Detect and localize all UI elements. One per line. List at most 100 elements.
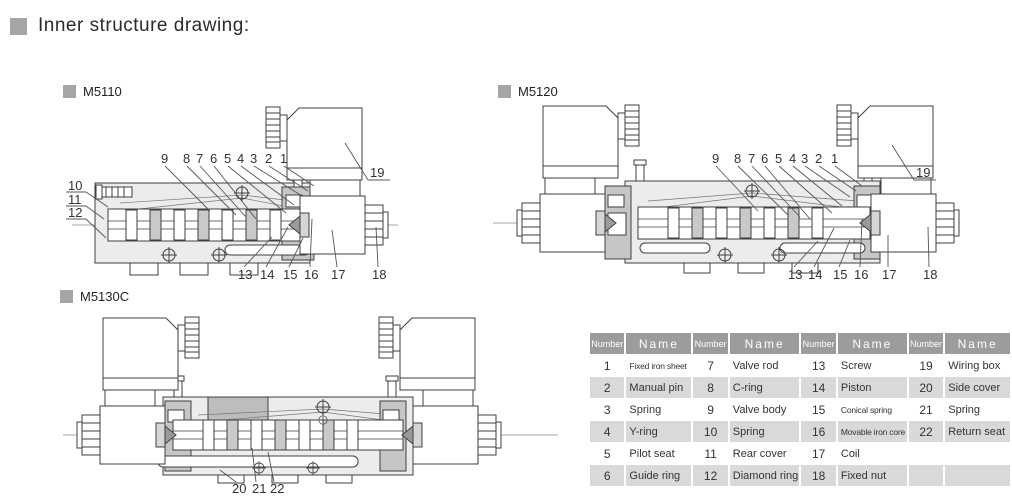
part-name-cell: Valve rod: [732, 359, 779, 372]
part-name-cell: Side cover: [945, 377, 1010, 398]
callout-label: 19: [370, 165, 384, 180]
m5130c-figure: 20 21 22: [63, 316, 558, 496]
page-title: Inner structure drawing:: [10, 15, 250, 37]
header-number: Number: [908, 333, 944, 354]
part-name-cell: Screw: [840, 359, 872, 372]
page-title-text: Inner structure drawing:: [38, 15, 250, 36]
part-number-cell: 8: [693, 377, 728, 398]
part-number-cell: 21: [919, 402, 933, 417]
part-name-cell: Piston: [837, 377, 907, 398]
part-number-cell: 2: [590, 377, 625, 398]
m5120-bullet-icon: [498, 85, 511, 98]
callout-label: 8: [183, 151, 190, 166]
m5120-label-text: M5120: [518, 84, 558, 99]
m5130c-label-text: M5130C: [80, 289, 130, 304]
part-number-cell: [909, 443, 943, 464]
callout-label: 13: [238, 267, 252, 282]
part-number-cell: 17: [811, 446, 826, 461]
part-number-cell: 18: [801, 465, 836, 486]
part-number-cell: 9: [707, 402, 714, 417]
part-name-cell: Wiring box: [948, 359, 1001, 372]
callout-label: 8: [734, 151, 741, 166]
callout-label: 16: [304, 267, 318, 282]
callout-label: 18: [372, 267, 386, 282]
callout-label: 22: [270, 481, 284, 496]
part-name-cell: C-ring: [729, 377, 800, 398]
part-name-cell: Valve body: [732, 403, 787, 416]
callout-label: 17: [882, 267, 896, 282]
header-number: Number: [693, 333, 728, 354]
part-name-cell: Y-ring: [626, 421, 692, 442]
part-number-cell: 1: [603, 358, 611, 373]
part-number-cell: 19: [919, 358, 933, 373]
callout-label: 16: [854, 267, 868, 282]
label-m5120: M5120: [498, 84, 558, 99]
callout-label: 6: [210, 151, 217, 166]
callout-label: 20: [232, 481, 246, 496]
part-number-cell: 7: [707, 358, 714, 373]
header-name: Name: [837, 333, 907, 354]
label-m5130c: M5130C: [60, 289, 129, 304]
callout-label: 4: [789, 151, 796, 166]
callout-label: 12: [68, 205, 82, 220]
callout-label: 21: [252, 481, 266, 496]
label-m5110: M5110: [63, 84, 122, 99]
part-name-cell: Guide ring: [626, 465, 692, 486]
part-number-cell: 11: [704, 446, 717, 461]
part-name-cell: Spring: [629, 403, 662, 416]
part-name-cell: Fixed nut: [837, 465, 907, 486]
callout-label: 9: [161, 151, 168, 166]
part-number-cell: 22: [908, 421, 944, 442]
part-number-cell: 6: [590, 465, 625, 486]
callout-label: 17: [331, 267, 345, 282]
callout-label: 2: [815, 151, 822, 166]
part-number-cell: 15: [811, 402, 826, 417]
callout-label: 3: [801, 151, 808, 166]
callout-label: 5: [224, 151, 231, 166]
parts-table-header-row: Number Name Number Name Number Name Numb…: [590, 333, 1010, 354]
part-name-cell: Fixed iron sheet: [629, 360, 687, 371]
parts-table: Number Name Number Name Number Name Numb…: [588, 332, 1012, 487]
part-number-cell: 20: [908, 377, 944, 398]
part-name-cell: Return seat: [945, 421, 1010, 442]
header-number: Number: [590, 333, 625, 354]
callout-label: 13: [788, 267, 802, 282]
part-number-cell: 4: [590, 421, 625, 442]
header-name: Name: [729, 333, 800, 354]
m5110-figure: 9 8 7 6 5 4 3 2 1 10 11 12 13 14 15 16 1…: [66, 106, 398, 282]
part-name-cell: Pilot seat: [629, 447, 675, 460]
callout-label: 15: [833, 267, 847, 282]
callout-label: 4: [237, 151, 244, 166]
title-bullet-icon: [10, 17, 27, 35]
part-name-cell: [945, 465, 1010, 486]
part-name-cell: Manual pin: [626, 377, 692, 398]
m5110-bullet-icon: [63, 85, 76, 98]
callout-label: 5: [775, 151, 782, 166]
header-name: Name: [945, 333, 1010, 354]
callout-label: 14: [260, 267, 274, 282]
callout-label: 3: [250, 151, 257, 166]
part-name-cell: Spring: [729, 421, 800, 442]
callout-label: 10: [68, 178, 82, 193]
part-name-cell: Rear cover: [732, 447, 787, 460]
part-number-cell: 16: [801, 421, 836, 442]
part-name-cell: Coil: [840, 447, 860, 460]
part-number-cell: 13: [811, 358, 826, 373]
callout-label: 9: [712, 151, 719, 166]
callout-label: 7: [748, 151, 755, 166]
part-name-cell: Spring: [948, 403, 981, 416]
part-number-cell: 12: [693, 465, 728, 486]
parts-row: 3 Spring 9 Valve body 15 Conical spring …: [590, 399, 1010, 420]
callout-label: 18: [923, 267, 937, 282]
callout-label: 7: [196, 151, 203, 166]
parts-row: 6 Guide ring 12 Diamond ring 18 Fixed nu…: [590, 465, 1010, 486]
part-name-cell: Movable iron core: [837, 421, 907, 442]
parts-row: 1 Fixed iron sheet 7 Valve rod 13 Screw …: [590, 355, 1010, 376]
callout-label: 2: [265, 151, 272, 166]
callout-label: 6: [761, 151, 768, 166]
callout-label: 15: [283, 267, 297, 282]
callout-label: 19: [916, 165, 930, 180]
part-number-cell: 14: [801, 377, 836, 398]
m5130c-bullet-icon: [60, 290, 73, 303]
parts-row: 2 Manual pin 8 C-ring 14 Piston 20 Side …: [590, 377, 1010, 398]
